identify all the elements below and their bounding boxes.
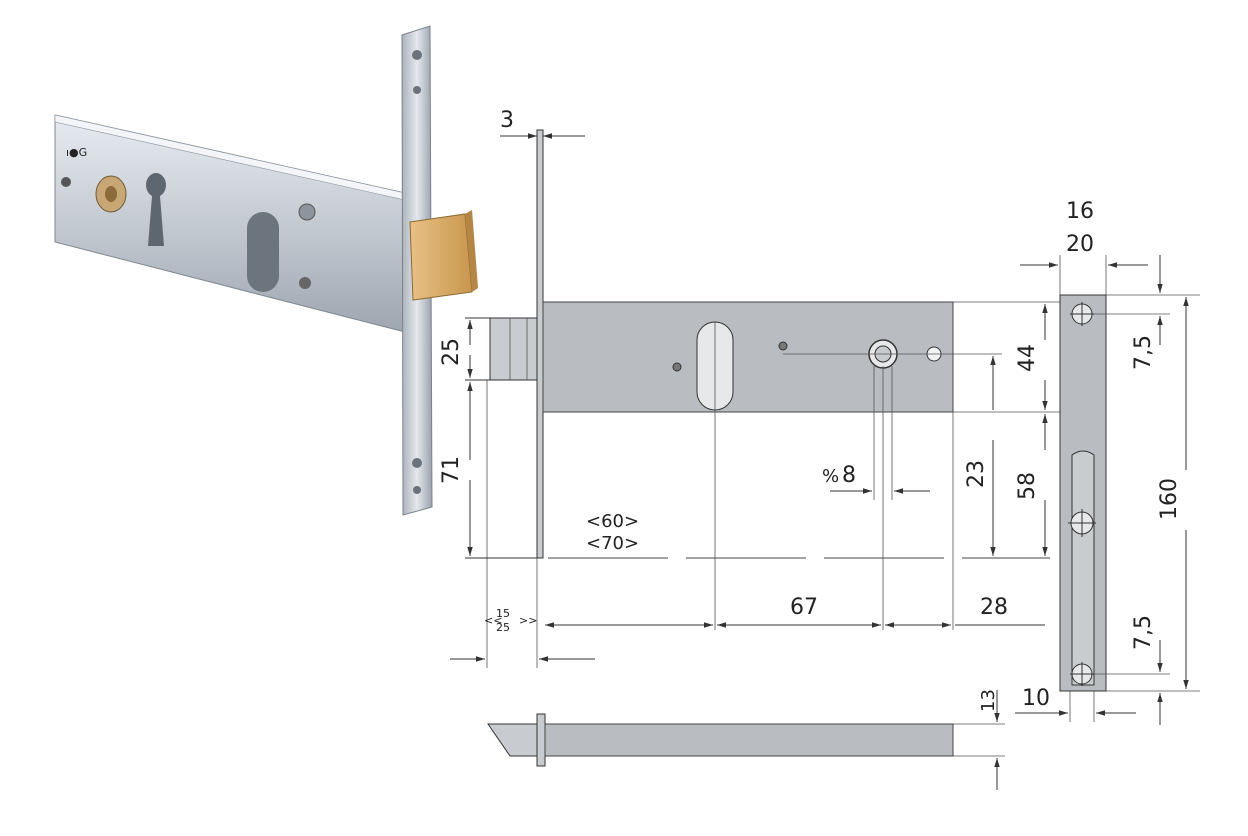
dim-height-44: 44 [1015,344,1040,372]
latch-bolt-side [489,317,538,381]
dim-backset-60: <60> [586,511,639,532]
lock-body [54,114,406,333]
dim-rod-width: 10 [1022,686,1050,711]
rod-collar [536,713,546,767]
dim-offset-25: 25 [496,621,510,634]
dim-screw-offset-top: 7,5 [1131,335,1156,370]
screw-hole [298,203,316,221]
rod-tip [487,723,538,757]
marking: ı●G [66,146,87,159]
dim-screw-offset-bottom: 7,5 [1131,615,1156,650]
faceplate-screw-top [1070,302,1094,326]
dim-hole-prefix: % [822,466,839,487]
case-hole [672,362,682,372]
screw-hole [61,177,71,187]
dim-faceplate-length: 160 [1157,478,1182,520]
dim-faceplate-width-20: 20 [1066,232,1094,257]
dim-rod-height: 13 [978,689,999,712]
dim-height-58: 58 [1015,472,1040,500]
dim-bolt-to-bottom: 71 [439,456,464,484]
dim-hole-diameter: 8 [842,463,856,488]
keyhole [146,173,166,246]
dim-plate-thickness: 3 [500,108,514,133]
offset-bracket-left: << [484,614,502,627]
dim-backset-70: <70> [586,533,639,554]
faceplate-side [536,129,544,559]
dim-spacing-67: 67 [790,595,818,620]
faceplate-screw-middle [1068,509,1096,537]
dim-faceplate-width-16: 16 [1066,199,1094,224]
case-hole [778,341,788,351]
dim-spacing-28: 28 [980,595,1008,620]
screw-hole [299,277,311,289]
oval-slot [247,212,279,292]
lock-illustration: ı●G [54,25,478,516]
dim-height-23: 23 [964,460,989,488]
dim-offset-15: 15 [496,607,510,620]
faceplate-screw [412,50,422,60]
faceplate-slot [1071,450,1095,686]
bolt-rod-view: 13 [487,689,1005,790]
faceplate-screw [413,86,421,94]
faceplate-front-view: 16 20 7,5 160 7,5 10 [1015,199,1200,725]
latch-bolt [409,213,473,301]
rod-body [544,723,954,757]
faceplate-screw [413,486,421,494]
faceplate-screw [412,458,422,468]
side-view-drawing: 3 25 71 <60> <70> % 8 15 25 << >> 67 28 [439,108,1060,668]
faceplate-screw-bottom [1070,662,1094,686]
dim-bolt-height: 25 [439,338,464,366]
offset-bracket-right: >> [519,614,537,627]
